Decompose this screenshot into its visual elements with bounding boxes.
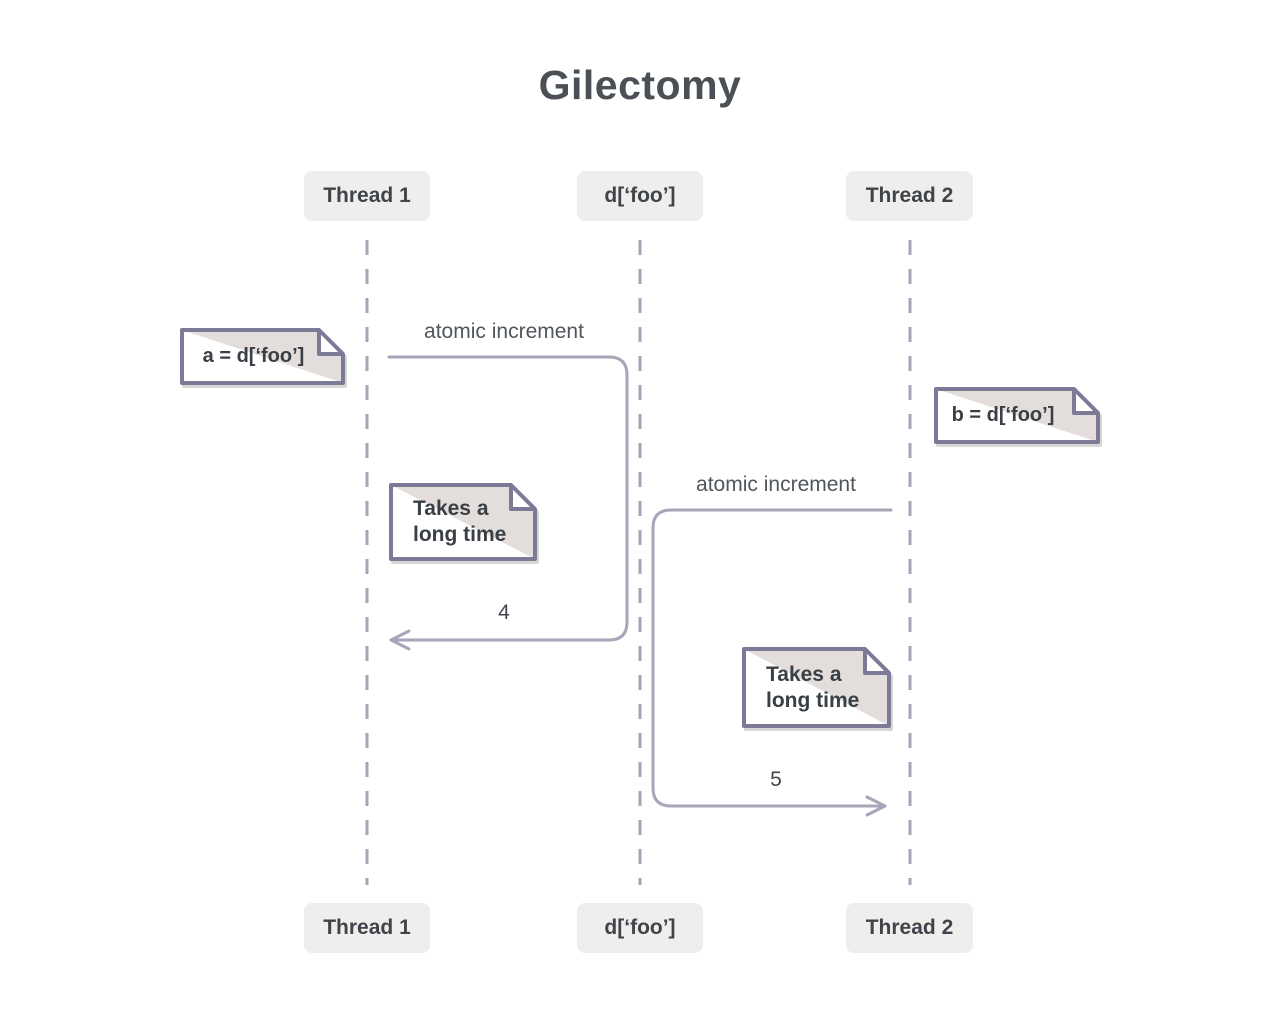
participant-dict-bottom: d[‘foo’]	[577, 903, 703, 953]
call1-arrowhead-left-icon	[389, 629, 411, 651]
call2-arrowhead-right-icon	[865, 795, 887, 817]
note-icon	[934, 387, 1100, 444]
note-takes-long-left-text: Takes a long time	[413, 497, 507, 546]
participant-thread2-top: Thread 2	[846, 171, 973, 221]
call1-result-label: 4	[498, 601, 510, 624]
call1-label: atomic increment	[424, 320, 584, 343]
participant-thread1-top: Thread 1	[304, 171, 430, 221]
note-takes-long-left: Takes a long time	[389, 483, 537, 561]
call1-arrow-path	[387, 355, 629, 642]
note-icon	[180, 328, 345, 385]
participant-thread2-bottom: Thread 2	[846, 903, 973, 953]
note-takes-long-right-text: Takes a long time	[766, 662, 860, 712]
note-takes-long-right: Takes a long time	[742, 647, 891, 728]
page-title: Gilectomy	[538, 62, 742, 108]
participant-thread1-bottom: Thread 1	[304, 903, 430, 953]
call2-label: atomic increment	[696, 473, 856, 496]
note-b-assign-text: b = d[‘foo’]	[951, 404, 1055, 426]
call2-arrow-path	[651, 508, 893, 808]
participant-dict-top: d[‘foo’]	[577, 171, 703, 221]
note-icon	[742, 647, 891, 728]
note-a-assign: a = d[‘foo’]	[180, 328, 345, 385]
note-icon	[389, 483, 537, 561]
note-b-assign: b = d[‘foo’]	[934, 387, 1100, 444]
note-a-assign-text: a = d[‘foo’]	[202, 345, 305, 367]
call2-result-label: 5	[770, 768, 782, 791]
